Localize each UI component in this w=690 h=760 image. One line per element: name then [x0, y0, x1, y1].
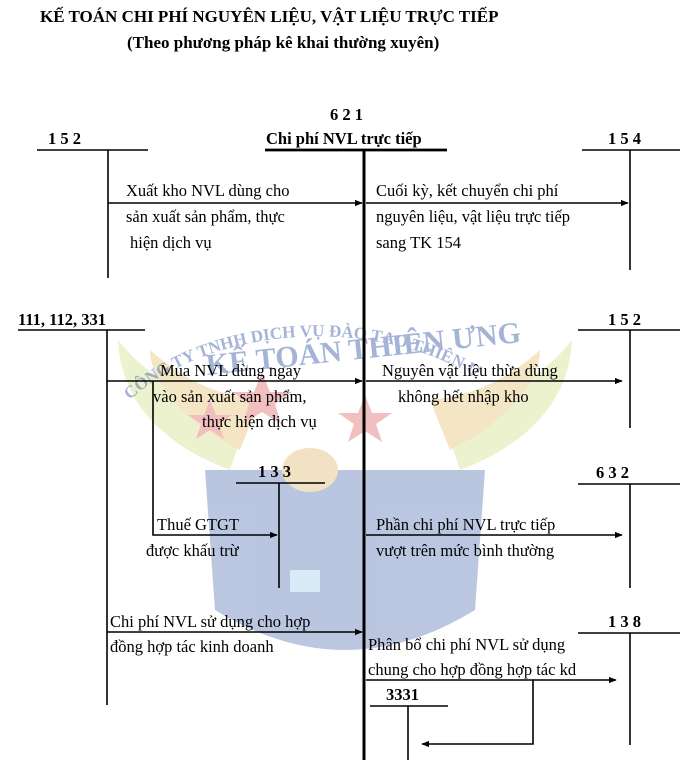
entry-nvl-thua-line2: không hết nhập kho [398, 387, 529, 406]
entry-thue-gtgt-line2: được khấu trừ [146, 541, 239, 560]
account-111-112-331: 111, 112, 331 [18, 310, 107, 329]
entry-hop-tac-line1: Chi phí NVL sử dụng cho hợp [110, 612, 311, 631]
entry-hop-tac-line2: đồng hợp tác kinh doanh [110, 637, 274, 656]
account-138: 1 3 8 [608, 612, 641, 631]
entry-mua-nvl-line1: Mua NVL dùng ngay [160, 361, 301, 380]
account-152-right: 1 5 2 [608, 310, 641, 329]
account-632: 6 3 2 [596, 463, 629, 482]
entry-vuot-muc-line1: Phần chi phí NVL trực tiếp [376, 515, 556, 534]
entry-nvl-thua-line1: Nguyên vật liệu thừa dùng [382, 361, 558, 380]
account-152-top: 1 5 2 [48, 129, 81, 148]
account-3331: 3331 [386, 685, 419, 704]
entry-thue-gtgt-line1: Thuế GTGT [157, 515, 240, 534]
account-621-name: Chi phí NVL trực tiếp [266, 129, 422, 148]
page-title: KẾ TOÁN CHI PHÍ NGUYÊN LIỆU, VẬT LIỆU TR… [40, 7, 499, 26]
entry-mua-nvl-line2: vào sản xuất sản phẩm, [153, 387, 307, 406]
account-621-number: 6 2 1 [330, 105, 363, 124]
entry-xuat-kho-line1: Xuất kho NVL dùng cho [126, 181, 290, 200]
entry-mua-nvl-line3: thực hiện dịch vụ [202, 412, 317, 431]
entry-vuot-muc-line2: vượt trên mức bình thường [376, 541, 555, 560]
entry-ket-chuyen-line2: nguyên liệu, vật liệu trực tiếp [376, 207, 571, 226]
page-subtitle: (Theo phương pháp kê khai thường xuyên) [127, 33, 440, 52]
entry-phan-bo-line1: Phân bổ chi phí NVL sử dụng [368, 635, 566, 654]
entry-xuat-kho-line3: hiện dịch vụ [130, 233, 212, 252]
account-133: 1 3 3 [258, 462, 291, 481]
entry-phan-bo-line2: chung cho hợp đồng hợp tác kd [368, 660, 577, 679]
entry-ket-chuyen-line1: Cuối kỳ, kết chuyển chi phí [376, 181, 559, 200]
entry-ket-chuyen-line3: sang TK 154 [376, 233, 461, 252]
account-154: 1 5 4 [608, 129, 641, 148]
entry-xuat-kho-line2: sản xuất sản phẩm, thực [126, 207, 285, 226]
